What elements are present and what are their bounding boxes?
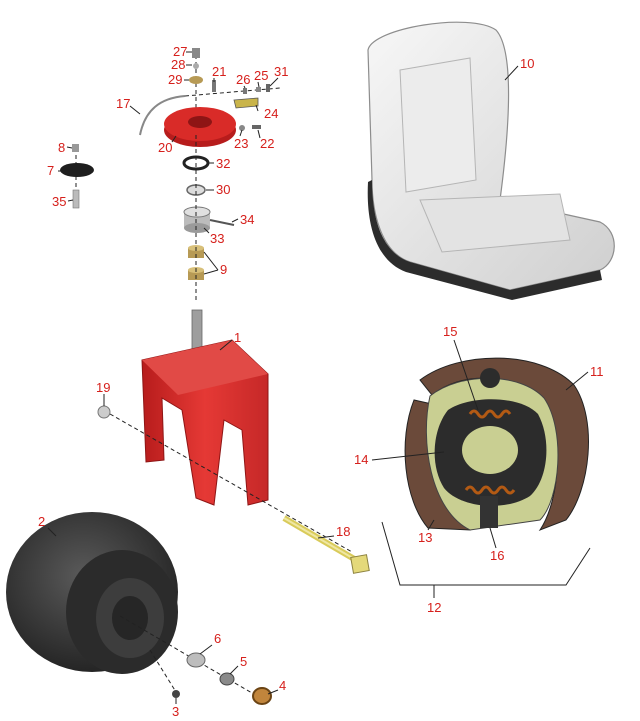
swivel-hardware-assembly [139, 48, 281, 300]
pin-part-35 [72, 189, 80, 209]
callout-5: 5 [240, 654, 247, 669]
callout-13: 13 [418, 530, 432, 545]
nut-part-25 [256, 87, 261, 92]
bolt-part-27 [192, 48, 200, 58]
axle-part-18 [282, 515, 370, 574]
cap-part-7 [60, 163, 94, 177]
washer-part-28 [193, 63, 199, 69]
callout-4: 4 [279, 678, 286, 693]
callout-25: 25 [254, 68, 268, 83]
callout-labels: 27 28 29 21 26 25 31 17 24 23 22 20 32 3… [38, 44, 604, 719]
bearing-part-6 [186, 652, 206, 668]
callout-3: 3 [172, 704, 179, 719]
group-bracket-part-12 [381, 521, 591, 586]
brake-assembly [404, 357, 589, 532]
bolt-part-31 [266, 84, 270, 92]
bearing-part-5 [219, 672, 235, 686]
callout-11: 11 [590, 364, 604, 379]
callout-19: 19 [96, 380, 110, 395]
callout-10: 10 [520, 56, 534, 71]
swivel-plate-part-20 [164, 107, 236, 147]
bolt-part-22 [252, 125, 261, 129]
pin-part-21 [212, 80, 216, 92]
callout-31: 31 [274, 64, 288, 79]
caster-fork-part-1 [141, 309, 269, 506]
adjuster-part-16 [480, 496, 498, 528]
callout-20: 20 [158, 140, 172, 155]
callout-18: 18 [336, 524, 350, 539]
callout-6: 6 [214, 631, 221, 646]
bearing-part-33 [183, 206, 211, 233]
callout-1: 1 [234, 330, 241, 345]
callout-28: 28 [171, 57, 185, 72]
screw-part-8 [72, 144, 79, 152]
callout-12: 12 [427, 600, 441, 615]
bracket-part-24 [233, 97, 259, 109]
callout-27: 27 [173, 44, 187, 59]
callout-29: 29 [168, 72, 182, 87]
callout-23: 23 [234, 136, 248, 151]
bushing-part-29 [189, 76, 203, 84]
callout-32: 32 [216, 156, 230, 171]
callout-34: 34 [240, 212, 254, 227]
nut-part-3 [172, 690, 180, 698]
tire-part-2 [6, 512, 178, 674]
washer-part-23 [239, 125, 245, 131]
callout-26: 26 [236, 72, 250, 87]
seat-part-10 [367, 21, 615, 300]
nut-part-19 [97, 405, 111, 419]
callout-22: 22 [260, 136, 274, 151]
callout-14: 14 [354, 452, 368, 467]
callout-21: 21 [212, 64, 226, 79]
wheel-cap-assembly [60, 144, 94, 209]
callout-9: 9 [220, 262, 227, 277]
callout-16: 16 [490, 548, 504, 563]
callout-7: 7 [47, 163, 54, 178]
spring-part-15 [468, 409, 512, 419]
grease-fitting-part-34 [209, 219, 235, 226]
seal-part-4 [252, 687, 272, 705]
callout-24: 24 [264, 106, 278, 121]
callout-30: 30 [216, 182, 230, 197]
callout-17: 17 [116, 96, 130, 111]
callout-33: 33 [210, 231, 224, 246]
callout-8: 8 [58, 140, 65, 155]
callout-15: 15 [443, 324, 457, 339]
callout-35: 35 [52, 194, 66, 209]
screw-part-26 [243, 88, 247, 94]
leader-lines [47, 51, 589, 704]
callout-2: 2 [38, 514, 45, 529]
cable-part-17 [139, 95, 186, 136]
